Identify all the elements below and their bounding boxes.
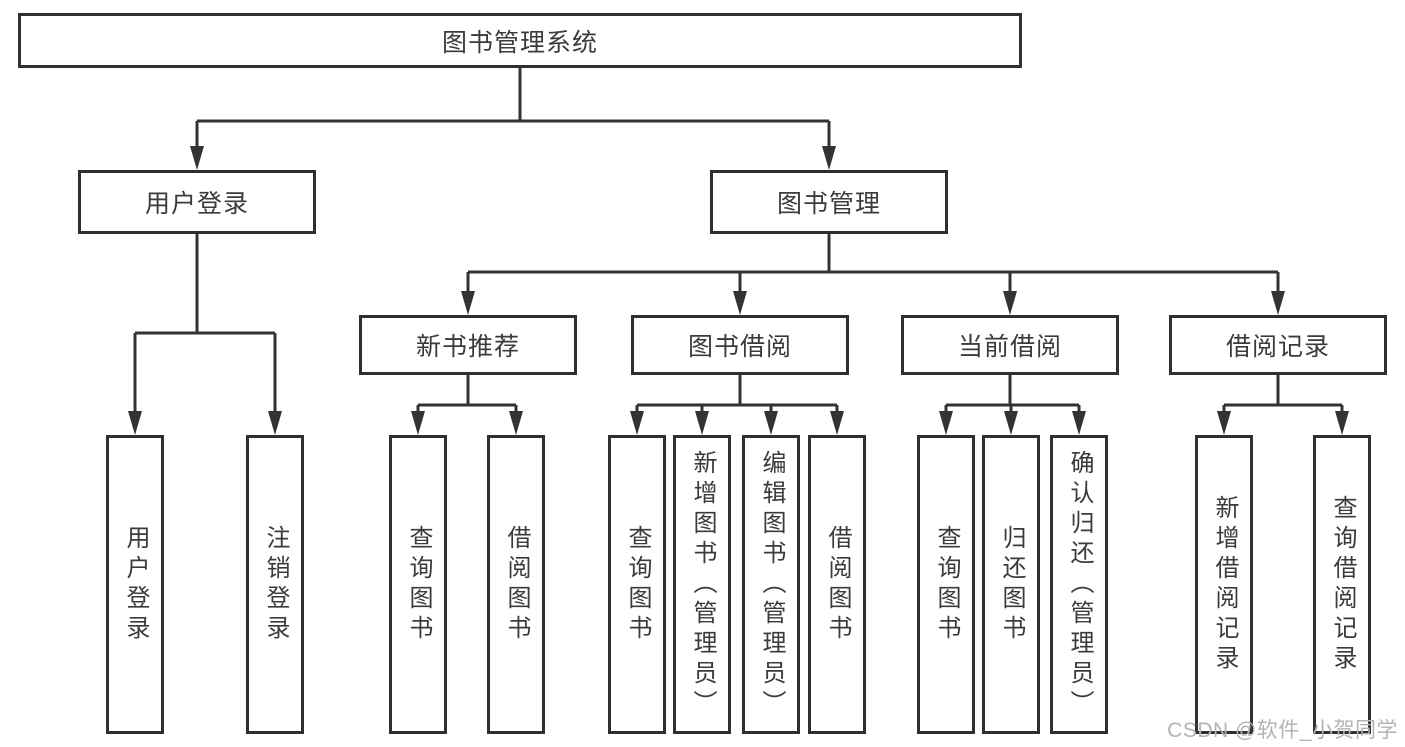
arrow-icon [630, 411, 644, 435]
node-label: 查询图书 [405, 524, 432, 645]
node-label: 当前借阅 [957, 333, 1062, 361]
node-label: 图书管理 [776, 190, 881, 218]
arrow-icon [695, 411, 709, 435]
node-label: 图书借阅 [687, 333, 792, 361]
node-borrowing-records: 借阅记录 [1169, 315, 1387, 375]
leaf-edit-book-admin: 编辑图书（管理员） [742, 435, 800, 734]
arrow-heads [128, 146, 1349, 435]
leaf-return-book: 归还图书 [982, 435, 1040, 734]
node-label: 新增借阅记录 [1211, 494, 1238, 675]
arrow-icon [1003, 291, 1017, 315]
leaf-borrow-books-borrowing: 借阅图书 [808, 435, 866, 734]
arrow-icon [268, 411, 282, 435]
node-label: 新增图书（管理员） [689, 449, 716, 720]
node-new-book-recommendation: 新书推荐 [359, 315, 577, 375]
leaf-query-borrow-record: 查询借阅记录 [1313, 435, 1371, 734]
arrow-icon [509, 411, 523, 435]
leaf-logout: 注销登录 [246, 435, 304, 734]
arrow-icon [461, 291, 475, 315]
arrow-icon [939, 411, 953, 435]
node-user-login: 用户登录 [78, 170, 316, 234]
arrow-icon [190, 146, 204, 170]
node-book-borrowing: 图书借阅 [631, 315, 849, 375]
arrow-icon [733, 291, 747, 315]
tree-edges [133, 68, 1344, 415]
leaf-query-books-recommend: 查询图书 [389, 435, 447, 734]
arrow-icon [764, 411, 778, 435]
node-label: 借阅图书 [824, 524, 851, 645]
arrow-icon [1271, 291, 1285, 315]
arrow-icon [1072, 411, 1086, 435]
leaf-query-books-current: 查询图书 [917, 435, 975, 734]
leaf-query-books-borrowing: 查询图书 [608, 435, 666, 734]
arrow-icon [128, 411, 142, 435]
node-label: 查询图书 [624, 524, 651, 645]
arrow-icon [1004, 411, 1018, 435]
node-label: 查询图书 [933, 524, 960, 645]
node-label: 归还图书 [998, 524, 1025, 645]
node-label: 用户登录 [144, 190, 249, 218]
node-label: 注销登录 [262, 524, 289, 645]
node-label: 查询借阅记录 [1329, 494, 1356, 675]
arrow-icon [1335, 411, 1349, 435]
node-current-borrowing: 当前借阅 [901, 315, 1119, 375]
arrow-icon [822, 146, 836, 170]
leaf-confirm-return-admin: 确认归还（管理员） [1050, 435, 1108, 734]
watermark: CSDN @软件_小贺同学 [1167, 719, 1398, 742]
node-library-management-system: 图书管理系统 [18, 13, 1022, 68]
node-label: 借阅图书 [503, 524, 530, 645]
node-book-management: 图书管理 [710, 170, 948, 234]
node-label: 新书推荐 [415, 333, 520, 361]
arrow-icon [830, 411, 844, 435]
leaf-add-borrow-record: 新增借阅记录 [1195, 435, 1253, 734]
node-label: 借阅记录 [1225, 333, 1330, 361]
arrow-icon [411, 411, 425, 435]
leaf-user-login: 用户登录 [106, 435, 164, 734]
leaf-borrow-books-recommend: 借阅图书 [487, 435, 545, 734]
arrow-icon [1217, 411, 1231, 435]
node-label: 编辑图书（管理员） [758, 449, 785, 720]
node-label: 确认归还（管理员） [1066, 449, 1093, 720]
leaf-add-book-admin: 新增图书（管理员） [673, 435, 731, 734]
node-label: 用户登录 [122, 524, 149, 645]
node-label: 图书管理系统 [441, 28, 598, 57]
